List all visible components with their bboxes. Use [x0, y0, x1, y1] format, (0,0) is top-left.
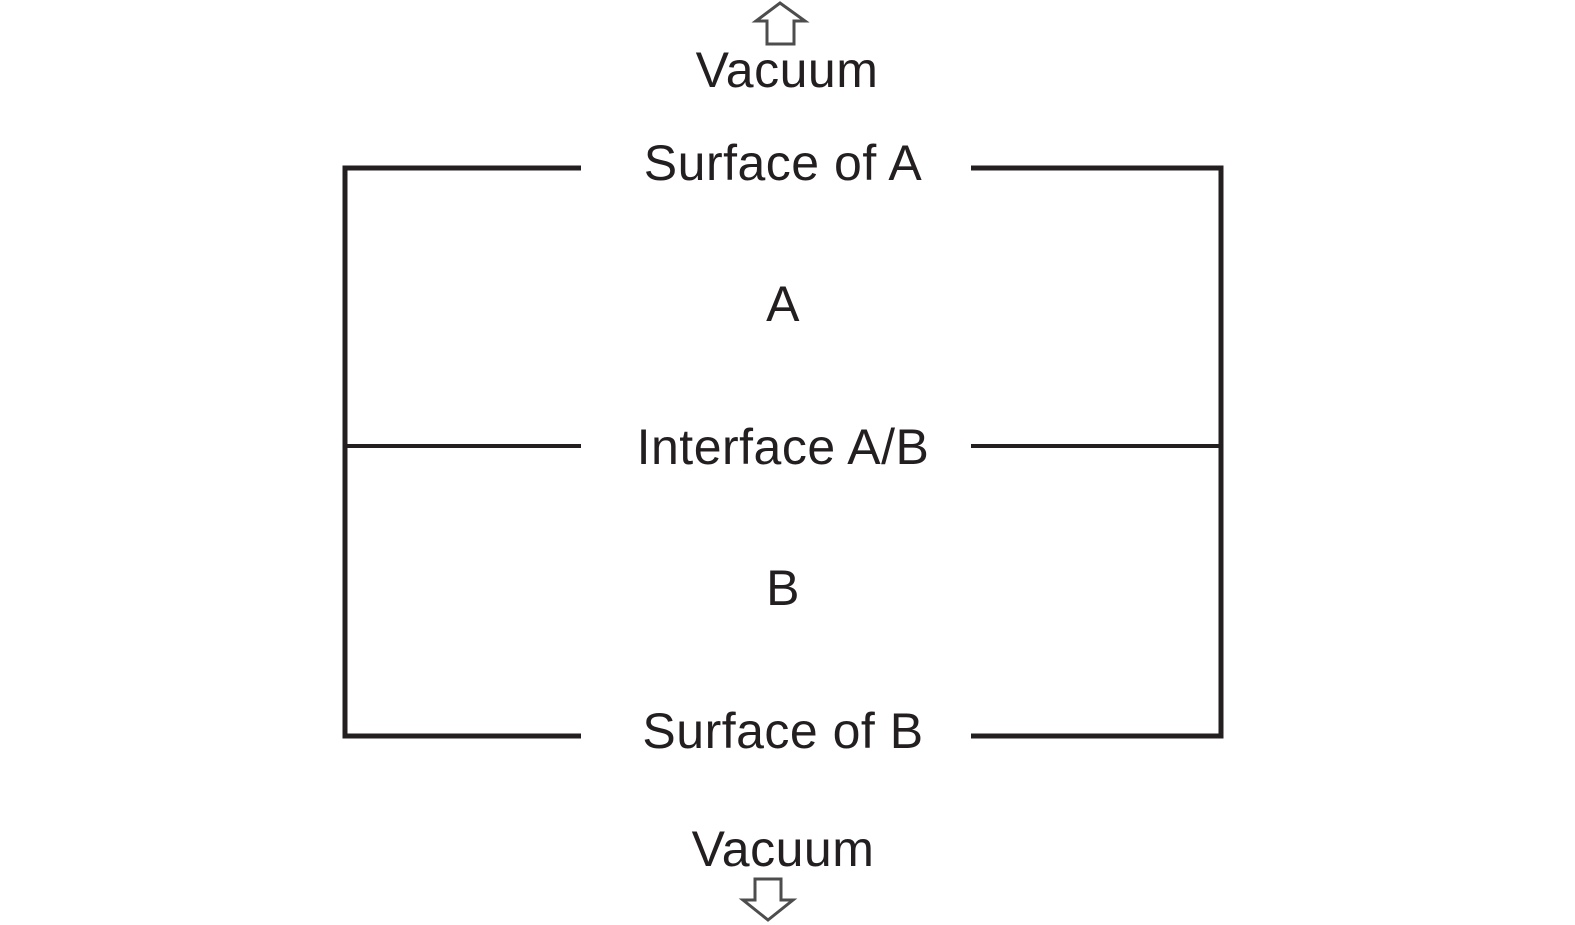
right-wall-line — [971, 165, 1224, 739]
vacuum-top-label: Vacuum — [695, 42, 879, 98]
left-wall-line — [342, 165, 581, 739]
surface-a-label: Surface of A — [643, 135, 923, 191]
arrow-down-outline-icon — [738, 877, 798, 922]
region-a-label: A — [766, 276, 800, 332]
interface-ab-label: Interface A/B — [636, 419, 930, 475]
vacuum-bottom-label: Vacuum — [691, 821, 875, 877]
surface-b-label: Surface of B — [642, 703, 924, 759]
region-b-label: B — [766, 560, 800, 616]
arrow-up-outline-icon — [751, 1, 810, 46]
